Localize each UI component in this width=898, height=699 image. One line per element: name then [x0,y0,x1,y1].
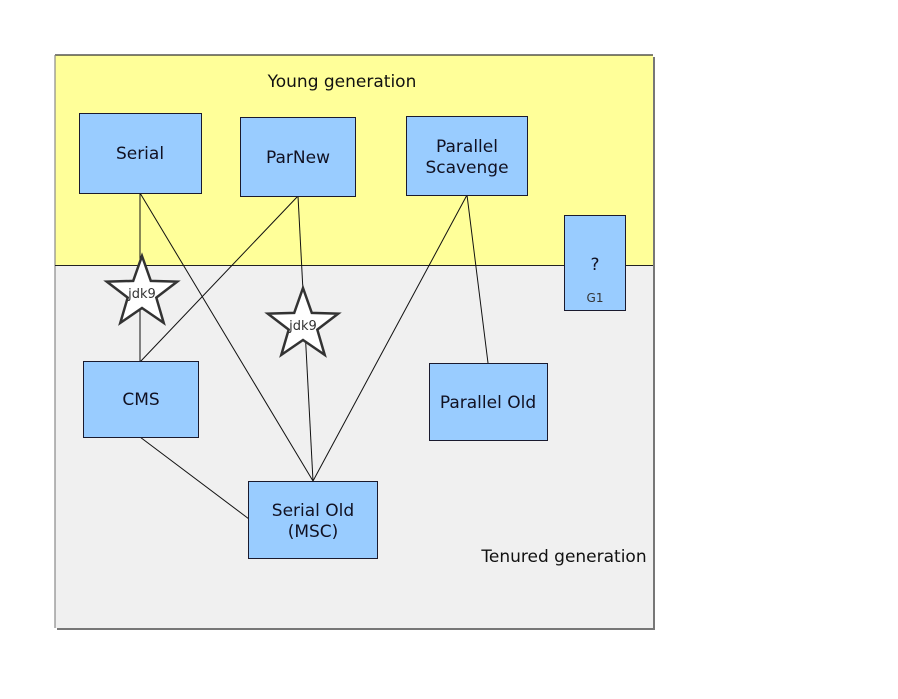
jdk9-marker-parnew-serial-old: jdk9 [264,284,342,358]
collector-sublabel: G1 [587,291,604,305]
collector-box[interactable] [248,481,378,559]
collector-box[interactable] [79,113,202,194]
collector-box[interactable] [564,215,626,311]
tenured-generation-label: Tenured generation [480,547,646,567]
edge-parallel-scavenge-parallel-old [466,194,489,364]
edge-parnew-cms [139,195,299,363]
collector-box[interactable] [406,116,528,196]
edge-serial-serial-old [139,192,314,482]
collector-label: Serial [116,144,164,164]
marker-label: jdk9 [127,287,156,302]
collector-label-line2: (MSC) [288,522,339,542]
collector-box[interactable] [429,363,548,441]
collector-parallel-scavenge[interactable]: Parallel Scavenge [406,116,528,196]
tenured-generation-region [55,266,653,628]
marker-label: jdk9 [288,319,317,334]
collector-cms[interactable]: CMS [83,361,199,438]
edge-cms-serial-old [139,436,250,520]
collector-label: CMS [122,390,159,410]
collector-box[interactable] [83,361,199,438]
young-generation-label: Young generation [267,72,417,92]
collector-parallel-old[interactable]: Parallel Old [429,363,548,441]
jdk9-marker-serial-cms: jdk9 [103,252,181,326]
collector-g1[interactable]: ? G1 [564,215,626,311]
star-icon [103,252,181,326]
collector-parnew[interactable]: ParNew [240,117,356,197]
collector-label-line1: Parallel [436,137,498,157]
collector-label: ParNew [266,148,330,168]
collector-box[interactable] [240,117,356,197]
collector-label: Parallel Old [440,393,536,413]
star-icon [264,284,342,358]
collector-serial-old[interactable]: Serial Old (MSC) [248,481,378,559]
collector-label-line1: Serial Old [272,501,354,521]
edge-parallel-scavenge-serial-old [312,194,468,482]
collector-label-line2: Scavenge [425,158,508,178]
collector-label: ? [590,255,599,275]
collector-serial[interactable]: Serial [79,113,202,194]
